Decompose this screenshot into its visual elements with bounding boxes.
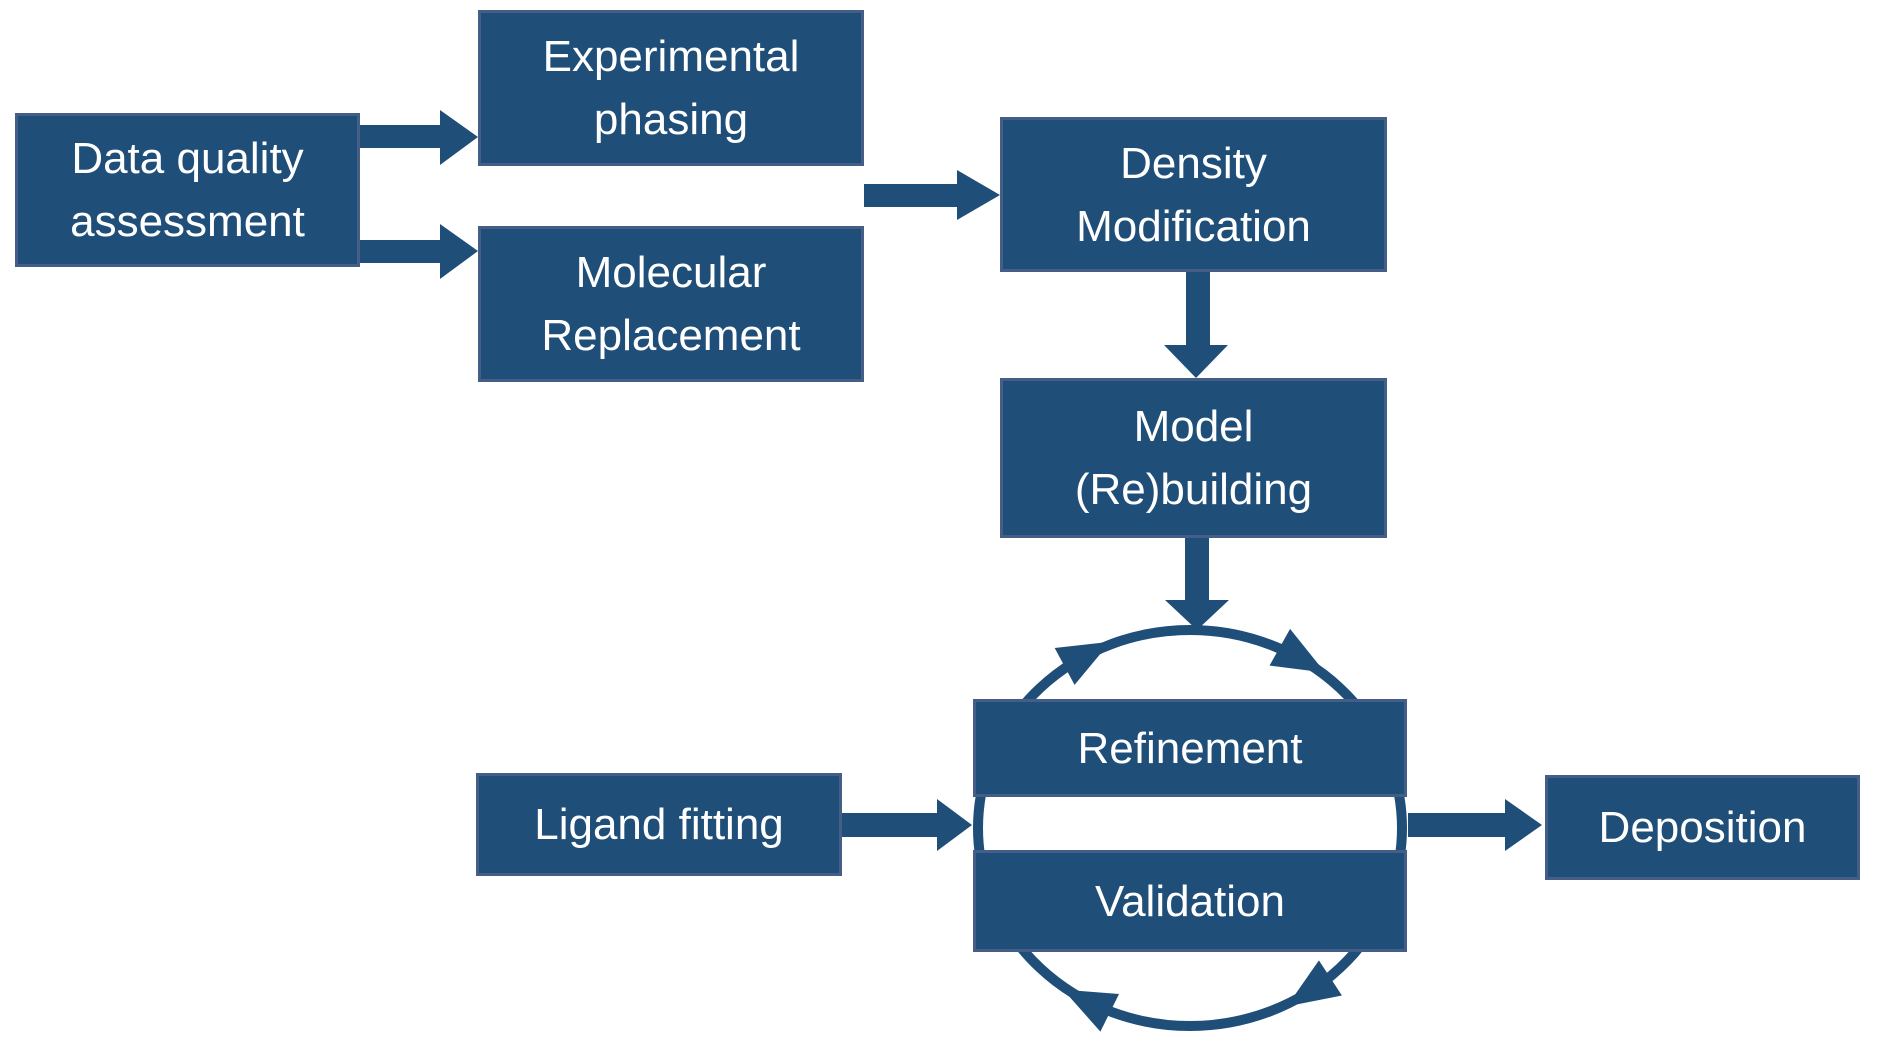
node-label: Validation	[1095, 876, 1285, 926]
node-label: Modification	[1076, 201, 1311, 251]
cycle-arrowhead-bottom-left-icon	[1063, 989, 1120, 1032]
cycle-ellipse	[973, 625, 1407, 1031]
node-label: phasing	[593, 95, 749, 144]
cycle-arrowhead-bottom-right-icon	[1286, 960, 1342, 1007]
node-label: Replacement	[541, 311, 801, 360]
cycle-arrowhead-top-left-icon	[1054, 641, 1111, 685]
arrow-phasing-to-density-modification	[864, 170, 1000, 220]
arrow-dqa-to-experimental-phasing	[360, 110, 478, 165]
node-model-rebuilding: Model (Re)building	[1000, 378, 1387, 538]
node-label: Deposition	[1598, 803, 1807, 852]
node-label: Refinement	[1077, 723, 1303, 773]
node-experimental-phasing: Experimental phasing	[478, 10, 864, 166]
arrow-ligand-to-cycle	[842, 799, 972, 851]
node-label: Experimental	[542, 32, 800, 81]
node-validation: Validation	[973, 850, 1407, 952]
arrow-density-to-model-rebuilding	[1164, 272, 1228, 378]
node-deposition: Deposition	[1545, 775, 1860, 880]
node-label: Density	[1120, 138, 1267, 188]
node-label: (Re)building	[1074, 465, 1313, 514]
node-label: Ligand fitting	[534, 800, 784, 849]
node-label: Data quality	[71, 134, 304, 183]
node-data-quality-assessment: Data quality assessment	[15, 113, 360, 267]
node-label: assessment	[70, 197, 305, 246]
arrow-dqa-to-molecular-replacement	[360, 224, 478, 279]
node-refinement: Refinement	[973, 699, 1407, 797]
arrow-cycle-to-deposition	[1408, 799, 1542, 851]
node-label: Model	[1133, 402, 1254, 451]
node-density-modification: Density Modification	[1000, 117, 1387, 272]
arrow-model-to-cycle	[1165, 538, 1229, 630]
cycle-arrowhead-top-right-icon	[1269, 628, 1326, 673]
node-molecular-replacement: Molecular Replacement	[478, 226, 864, 382]
node-ligand-fitting: Ligand fitting	[476, 773, 842, 876]
node-label: Molecular	[575, 248, 767, 297]
